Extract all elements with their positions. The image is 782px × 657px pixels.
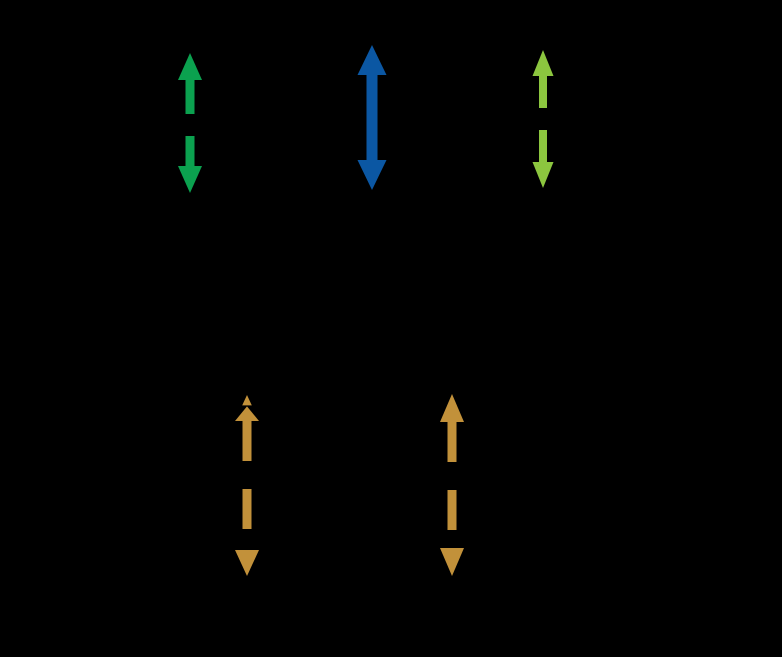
gold-dashed-double-arrow-head-bottom	[440, 548, 464, 576]
gold-dashed-double-arrow-head-top	[440, 394, 464, 422]
blue-solid-double-arrow-head-bottom	[357, 160, 387, 190]
green-dashed-double-arrow-head-top	[178, 53, 202, 80]
gold-dashed-double-arrow-stepped-head-head-top-cap	[242, 395, 252, 406]
gold-dashed-double-arrow[interactable]	[440, 394, 464, 576]
gold-dashed-double-arrow-stepped-head[interactable]	[235, 395, 259, 576]
gold-dashed-double-arrow-stepped-head-head-top	[235, 406, 259, 421]
light-green-dashed-double-arrow-head-bottom	[532, 162, 554, 188]
blue-solid-double-arrow-head-top	[357, 45, 387, 75]
green-dashed-double-arrow-head-bottom	[178, 166, 202, 193]
gold-dashed-double-arrow-stepped-head-head-bottom	[235, 550, 259, 576]
blue-solid-double-arrow[interactable]	[357, 45, 387, 190]
light-green-dashed-double-arrow-head-top	[532, 50, 554, 76]
arrow-layer	[178, 45, 554, 576]
light-green-dashed-double-arrow[interactable]	[532, 50, 554, 188]
green-dashed-double-arrow[interactable]	[178, 53, 202, 193]
